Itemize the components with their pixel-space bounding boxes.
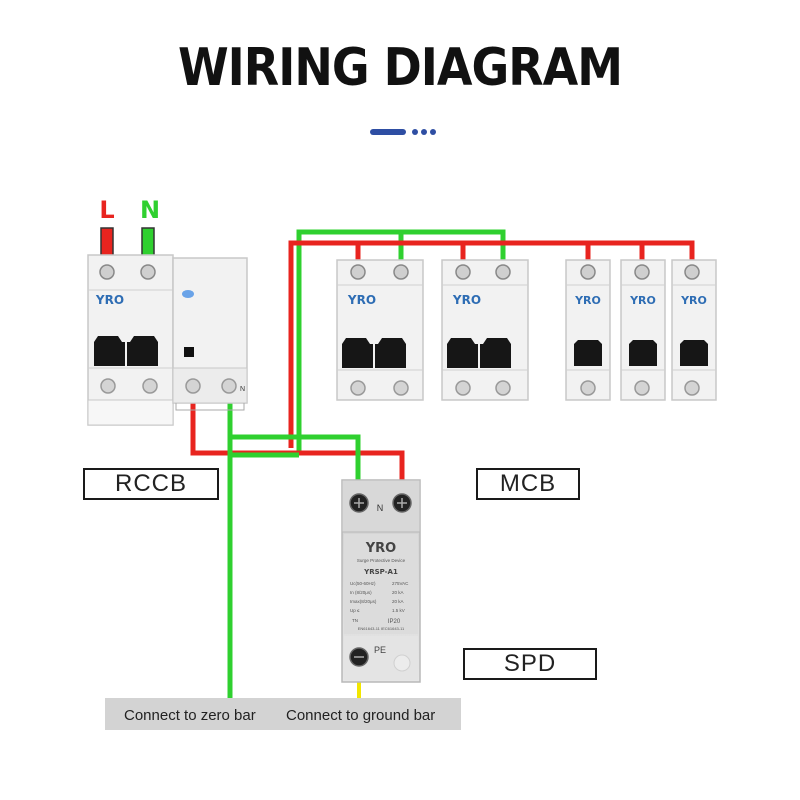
ground-bar-label: Connect to ground bar [286, 707, 436, 724]
rccb-top-terminal-n [140, 264, 156, 280]
mcb3-brand: YRO [574, 294, 601, 307]
mcb-2pole-1: YRO [336, 259, 424, 401]
spd-spec-3-key: Up ≤ [350, 608, 360, 613]
mcb-2pole-2: YRO [441, 259, 529, 401]
spd-standard: EN61643-11 IEC61643-11 [358, 626, 405, 631]
connection-bar [105, 698, 461, 730]
mcb1-brand: YRO [347, 293, 376, 307]
title-accent [370, 129, 436, 135]
spd-subtitle: Surge Protective Device [357, 558, 406, 563]
spd-window [393, 654, 411, 672]
neutral-label: N [140, 196, 160, 224]
mcb5-brand: YRO [680, 294, 707, 307]
spd-pe-label: PE [374, 645, 386, 655]
mcb2-brand: YRO [452, 293, 481, 307]
spd-spec-3-val: 1.5 kV [392, 608, 405, 613]
spd-spec-0-key: Uc(50-60Hz) [350, 581, 376, 586]
spd-model: YRSP-A1 [363, 568, 398, 576]
rccb-top-terminal-l [99, 264, 115, 280]
live-bus-top [288, 240, 695, 448]
mcb4-brand: YRO [629, 294, 656, 307]
spd-spec-0-val: 275VAC [392, 581, 409, 586]
diagram-title: WIRING DIAGRAM [177, 36, 623, 98]
zero-bar-label: Connect to zero bar [124, 707, 256, 724]
spd-brand: YRO [365, 541, 396, 556]
mcb-1pole-3: YRO [671, 259, 717, 401]
rccb-test-button [182, 290, 194, 298]
spd-device: N YRO Surge Protective Device YRSP-A1 Uc… [341, 479, 421, 683]
mcb-label: MCB [476, 468, 580, 500]
spd-ip: IP20 [388, 619, 401, 625]
rccb-indicator [184, 347, 194, 357]
spd-spec-1-val: 20 kA [392, 590, 404, 595]
mcb-1pole-2: YRO [620, 259, 666, 401]
spd-tn: TN [352, 618, 358, 623]
mcb-1pole-1: YRO [565, 259, 611, 401]
rccb-n-marker: N [240, 386, 245, 393]
live-label: L [99, 196, 114, 224]
spd-label: SPD [463, 648, 597, 680]
rccb-label: RCCB [83, 468, 219, 500]
spd-spec-1-key: In (8/20μs) [350, 590, 372, 595]
rccb-device: YRO N [87, 254, 248, 426]
spd-spec-2-key: Imax(8/20μs) [350, 599, 377, 604]
rccb-brand: YRO [95, 293, 124, 307]
spd-spec-2-val: 20 kA [392, 599, 404, 604]
neutral-to-spd [230, 434, 361, 482]
spd-n-marker: N [377, 503, 384, 513]
